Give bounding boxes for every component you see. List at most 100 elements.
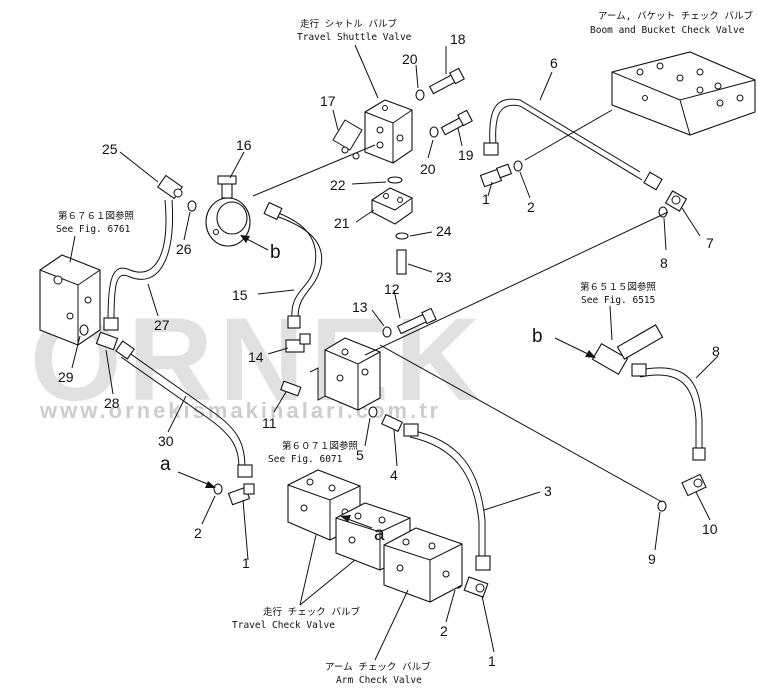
o-ring-5 bbox=[368, 406, 378, 418]
arm-check-valve bbox=[383, 527, 463, 603]
elbow-14 bbox=[285, 333, 311, 353]
callout-24: 24 bbox=[436, 223, 452, 239]
callout-21: 21 bbox=[334, 215, 350, 231]
callout-15: 15 bbox=[232, 287, 248, 303]
valve-block-fig6761 bbox=[39, 254, 101, 346]
fitting-4 bbox=[380, 413, 404, 433]
fig6761-caption-jp: 第６７６１図参照 bbox=[58, 210, 135, 222]
fig6761-caption-en: See Fig. 6761 bbox=[56, 224, 131, 235]
o-ring-9 bbox=[657, 500, 667, 512]
washer-13 bbox=[382, 326, 392, 338]
callout-20-bottom: 20 bbox=[420, 161, 436, 177]
block-21 bbox=[371, 187, 413, 225]
callout-1-lower-left: 1 bbox=[242, 555, 250, 571]
travel-check-caption-jp: 走行 チェック バルブ bbox=[263, 606, 360, 618]
travel-check-caption-en: Travel Check Valve bbox=[232, 620, 335, 631]
callout-27: 27 bbox=[154, 317, 170, 333]
callout-7: 7 bbox=[706, 235, 714, 251]
arrow-b-right bbox=[554, 337, 596, 358]
callout-30: 30 bbox=[158, 433, 174, 449]
callout-2-upper: 2 bbox=[527, 199, 535, 215]
callout-16: 16 bbox=[236, 137, 252, 153]
hose-15 bbox=[269, 209, 317, 319]
callout-1-upper: 1 bbox=[482, 191, 490, 207]
o-ring-29 bbox=[79, 324, 89, 336]
arrow-b-top bbox=[240, 235, 269, 251]
callout-13: 13 bbox=[352, 299, 368, 315]
callout-10: 10 bbox=[702, 521, 718, 537]
callout-12: 12 bbox=[384, 281, 400, 297]
callout-8-right: 8 bbox=[712, 343, 720, 359]
callout-8-upper: 8 bbox=[660, 255, 668, 271]
callout-5: 5 bbox=[356, 447, 364, 463]
callout-18: 18 bbox=[450, 31, 466, 47]
fig6515-caption-jp: 第６５１５図参照 bbox=[580, 281, 657, 293]
arrow-label-a-left: a bbox=[160, 454, 171, 475]
valve-16 bbox=[205, 175, 251, 247]
travel-shuttle-valve bbox=[364, 99, 413, 164]
washer-20-bottom bbox=[429, 126, 439, 138]
elbow-1-lower-left bbox=[227, 483, 255, 506]
bolt-12 bbox=[396, 307, 437, 335]
washer-20-top bbox=[415, 89, 425, 101]
elbow-1-upper bbox=[479, 163, 513, 188]
arm-check-caption-jp: アーム チェック バルブ bbox=[325, 661, 431, 673]
gasket-17 bbox=[332, 119, 363, 151]
callout-1-lower-right: 1 bbox=[488, 653, 496, 669]
callout-19: 19 bbox=[458, 147, 474, 163]
hose-3 bbox=[409, 429, 486, 560]
callout-11: 11 bbox=[262, 415, 277, 431]
callout-4: 4 bbox=[390, 467, 398, 483]
fig6071-caption-jp: 第６０７１図参照 bbox=[282, 440, 359, 452]
leader-lines bbox=[71, 46, 719, 653]
fitting-11 bbox=[280, 380, 302, 397]
boom-bucket-caption-jp: アーム, バケット チェック バルブ bbox=[598, 10, 754, 22]
valve-block-fig6071 bbox=[324, 337, 381, 411]
watermark-url: www.ornekismakinalari.com.tr bbox=[39, 398, 441, 423]
callout-14: 14 bbox=[248, 349, 264, 365]
o-ring-22 bbox=[387, 176, 403, 184]
callout-22: 22 bbox=[330, 177, 346, 193]
arrow-a-left bbox=[177, 471, 216, 488]
fig6071-caption-en: See Fig. 6071 bbox=[268, 454, 343, 465]
hose-6 bbox=[489, 98, 641, 173]
callout-28: 28 bbox=[104, 395, 120, 411]
hose-27 bbox=[107, 199, 167, 321]
arrow-label-b-top: b bbox=[270, 242, 281, 263]
callout-17: 17 bbox=[320, 93, 336, 109]
boom-bucket-caption-en: Boom and Bucket Check Valve bbox=[590, 25, 745, 36]
bolt-18 bbox=[428, 67, 465, 95]
fitting-23 bbox=[396, 249, 407, 275]
o-ring-24 bbox=[395, 232, 409, 240]
o-ring-2-lower-left bbox=[213, 483, 223, 495]
hose-8 bbox=[639, 367, 703, 450]
callout-2-lower-left: 2 bbox=[194, 525, 202, 541]
callout-20-top: 20 bbox=[402, 51, 418, 67]
fig6515-caption-en: See Fig. 6515 bbox=[581, 295, 655, 306]
valve-fig6515 bbox=[591, 324, 664, 376]
elbow-10 bbox=[681, 473, 707, 497]
o-ring-26 bbox=[187, 200, 197, 212]
callout-numbers: 18 20 17 19 20 22 21 24 23 6 2 1 7 8 25 … bbox=[58, 31, 720, 669]
elbow-25 bbox=[157, 174, 183, 200]
hose-30 bbox=[124, 349, 246, 471]
elbow-28 bbox=[95, 331, 119, 351]
callout-23: 23 bbox=[436, 269, 452, 285]
callout-29: 29 bbox=[58, 369, 74, 385]
shuttle-caption-en: Travel Shuttle Valve bbox=[297, 32, 412, 43]
callout-9: 9 bbox=[648, 551, 656, 567]
bolt-19 bbox=[440, 109, 473, 136]
arrow-label-b-right: b bbox=[532, 326, 543, 347]
callout-3: 3 bbox=[544, 483, 552, 499]
callout-25: 25 bbox=[102, 141, 118, 157]
callout-2-lower-right: 2 bbox=[440, 623, 448, 639]
arrow-label-a-center: a bbox=[374, 524, 385, 545]
elbow-7 bbox=[664, 190, 688, 212]
shuttle-caption-jp: 走行 シャトル バルブ bbox=[300, 18, 397, 30]
o-ring-2-upper bbox=[513, 160, 523, 172]
arm-check-caption-en: Arm Check Valve bbox=[336, 675, 422, 686]
callout-6: 6 bbox=[550, 55, 558, 71]
boom-bucket-check-valve bbox=[611, 51, 756, 136]
arrow-a-center bbox=[340, 515, 373, 529]
